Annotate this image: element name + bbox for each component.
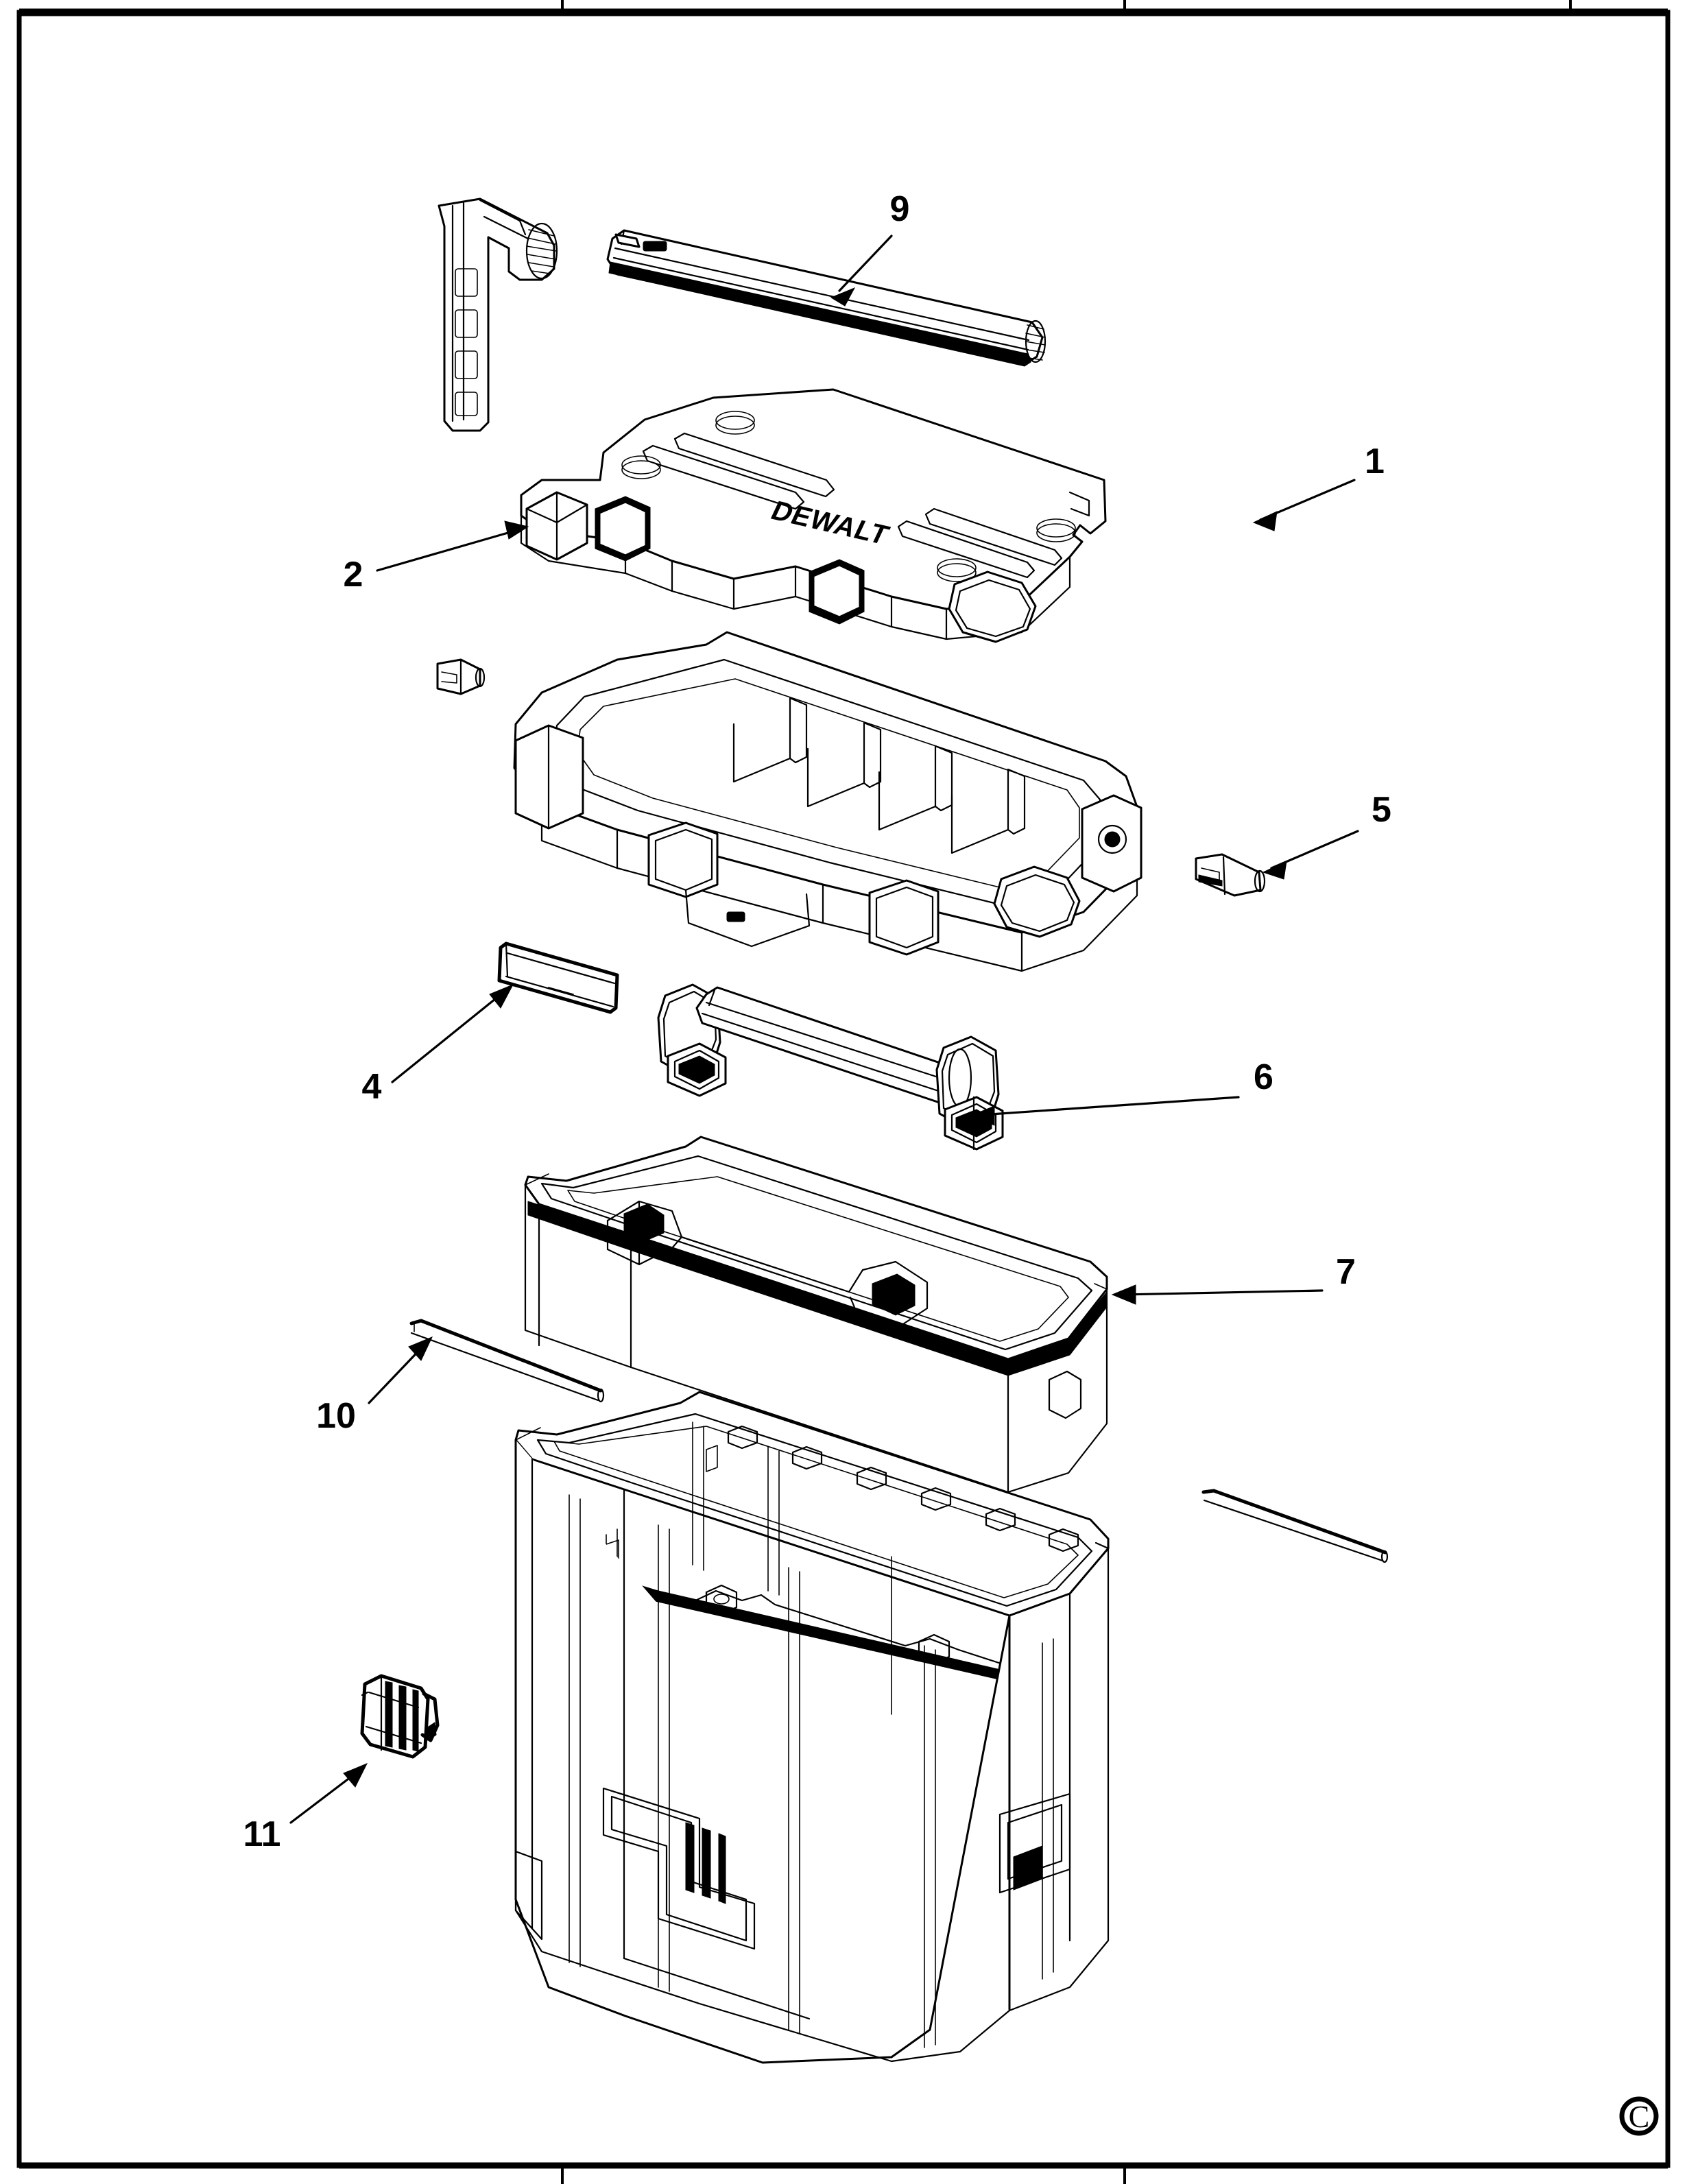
part-top-lid: DEWALT (520, 388, 1107, 643)
part-hinge-pin-short (1195, 853, 1266, 897)
copyright-glyph: C (1629, 2099, 1650, 2134)
callout-label-7: 7 (1336, 1252, 1356, 1292)
part-middle-tray (524, 1136, 1108, 1493)
callout-label-11: 11 (243, 1814, 281, 1854)
part-long-rod-left (409, 1319, 605, 1403)
copyright-mark: C (1619, 2096, 1659, 2136)
part-hinge-pin-left (436, 658, 486, 695)
callout-label-2: 2 (344, 555, 363, 595)
callout-5: 5 (1262, 790, 1391, 880)
part-main-box-body (514, 1391, 1110, 2064)
callout-2: 2 (344, 520, 529, 595)
callout-label-10: 10 (316, 1396, 356, 1436)
callout-label-1: 1 (1365, 442, 1385, 481)
part-left-handle-bracket (438, 197, 558, 432)
callout-6: 6 (970, 1057, 1273, 1126)
callout-4: 4 (362, 984, 514, 1107)
part-long-rod-right (1201, 1489, 1389, 1563)
callout-label-9: 9 (890, 189, 910, 229)
callout-9: 9 (830, 189, 910, 307)
callout-label-5: 5 (1372, 790, 1391, 830)
part-label-plate (497, 941, 619, 1014)
callout-layer: 1 2 4 5 (243, 189, 1391, 1854)
callout-1: 1 (1252, 442, 1385, 531)
part-latch-clip (360, 1674, 440, 1759)
callout-label-6: 6 (1254, 1057, 1273, 1097)
callout-11: 11 (243, 1763, 368, 1854)
callout-10: 10 (316, 1336, 433, 1436)
part-carry-handle-assembly (657, 983, 1004, 1151)
page-frame (16, 0, 1671, 2184)
part-organizer-tray (513, 631, 1142, 972)
callout-label-4: 4 (362, 1067, 382, 1107)
callout-7: 7 (1111, 1252, 1356, 1305)
part-long-handle-bar (606, 229, 1046, 367)
